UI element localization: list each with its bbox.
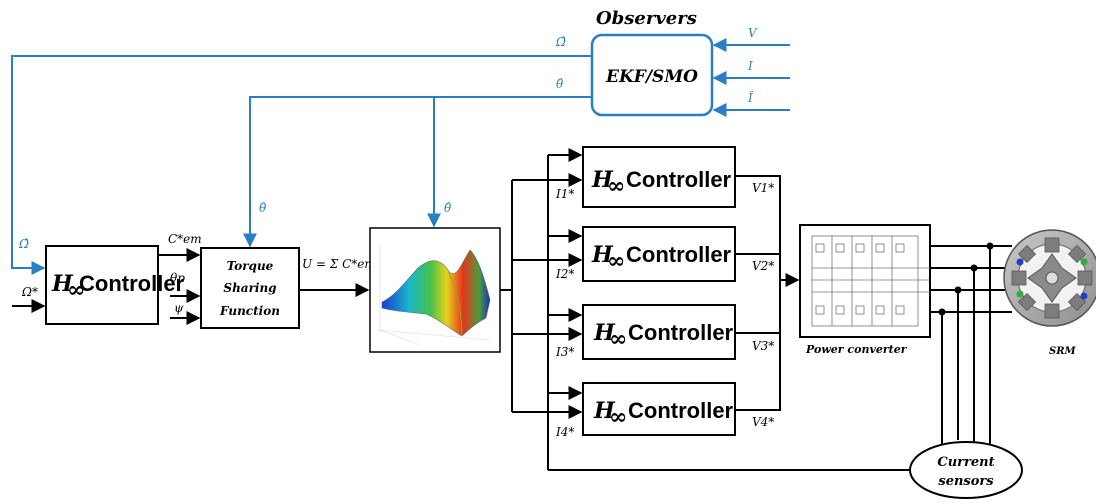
ref-i4: I4*: [555, 425, 574, 439]
tsf-line2: Sharing: [223, 281, 276, 295]
current-controller-4-box: [582, 382, 736, 436]
speed-controller-block: [45, 245, 159, 325]
position-estimate-label: θ̂: [556, 77, 564, 91]
v4-line: [735, 273, 800, 411]
out-v4: V4*: [752, 415, 774, 429]
current-controller-2-inf: ∞: [607, 248, 625, 274]
surface-theta-symbol: θ̂: [444, 201, 452, 215]
current-controller-3-box: [582, 304, 736, 360]
current-controller-4-inf: ∞: [609, 404, 627, 430]
tsf-theta-symbol: θ̂: [259, 201, 267, 215]
current-controller-2-h: H: [591, 242, 614, 268]
converter-circuit: [811, 235, 930, 327]
out-v2: V2*: [752, 259, 774, 273]
current-controller-3: H ∞ Controller: [582, 304, 736, 360]
position-feedback-line: [243, 96, 592, 248]
psi-symbol: ψ: [174, 301, 184, 315]
srm-motor-icon: [1003, 229, 1096, 327]
surface-mesh: [377, 245, 491, 346]
current-controller-1: H ∞ Controller: [582, 146, 736, 208]
current-controller-4: H ∞ Controller: [582, 382, 736, 436]
observer-label: EKF/SMO: [605, 67, 698, 87]
current-sensors-line2: sensors: [938, 474, 994, 489]
current-controller-4-h: H: [593, 398, 616, 424]
current-controller-1-inf: ∞: [607, 173, 625, 199]
out-v1: V1*: [752, 181, 774, 195]
observer-block: [590, 33, 714, 117]
out-v3: V3*: [752, 339, 774, 353]
current-controller-1-h: H: [591, 167, 614, 193]
current-sensors-block: [909, 441, 1023, 499]
srm-label: SRM: [1049, 346, 1077, 357]
speed-controller-label: Controller: [79, 271, 185, 296]
observer-input-i: I: [747, 59, 753, 73]
current-sensors-line1: Current: [937, 455, 994, 470]
speed-reference-symbol: Ω*: [21, 285, 38, 299]
ref-i1: I1*: [555, 187, 574, 201]
observers-title: Observers: [596, 8, 697, 29]
tsf-line3: Function: [219, 304, 280, 318]
thetap-symbol: θp: [170, 271, 185, 285]
ref-i3: I3*: [555, 345, 574, 359]
observer-input-ihat: Î: [747, 90, 754, 105]
tsf-block: [200, 247, 300, 329]
speed-feedback-symbol: Ω̂: [18, 237, 29, 251]
current-controller-3-label: Controller: [628, 320, 734, 345]
current-controller-1-label: Controller: [626, 167, 732, 192]
current-controller-2-label: Controller: [626, 242, 732, 267]
speed-feedback-line: [11, 55, 592, 275]
current-controller-2: H ∞ Controller: [582, 226, 736, 282]
current-controller-4-label: Controller: [628, 398, 734, 423]
power-converter-block: [799, 224, 931, 338]
tsf-line1: Torque: [227, 259, 274, 273]
current-controller-1-box: [582, 146, 736, 208]
v1-line: [735, 175, 781, 280]
u-equation: U = Σ C*em j: [302, 257, 384, 271]
current-controller-3-inf: ∞: [609, 326, 627, 352]
power-converter-label: Power converter: [805, 343, 908, 356]
ref-i2: I2*: [555, 267, 574, 281]
observer-input-v: V: [748, 26, 758, 40]
speed-estimate-label: Ω̂: [555, 35, 566, 49]
current-controller-3-h: H: [593, 320, 616, 346]
speed-controller-h: H: [51, 271, 74, 297]
cem-symbol: C*em: [168, 232, 202, 246]
speed-controller-inf: ∞: [67, 277, 85, 303]
